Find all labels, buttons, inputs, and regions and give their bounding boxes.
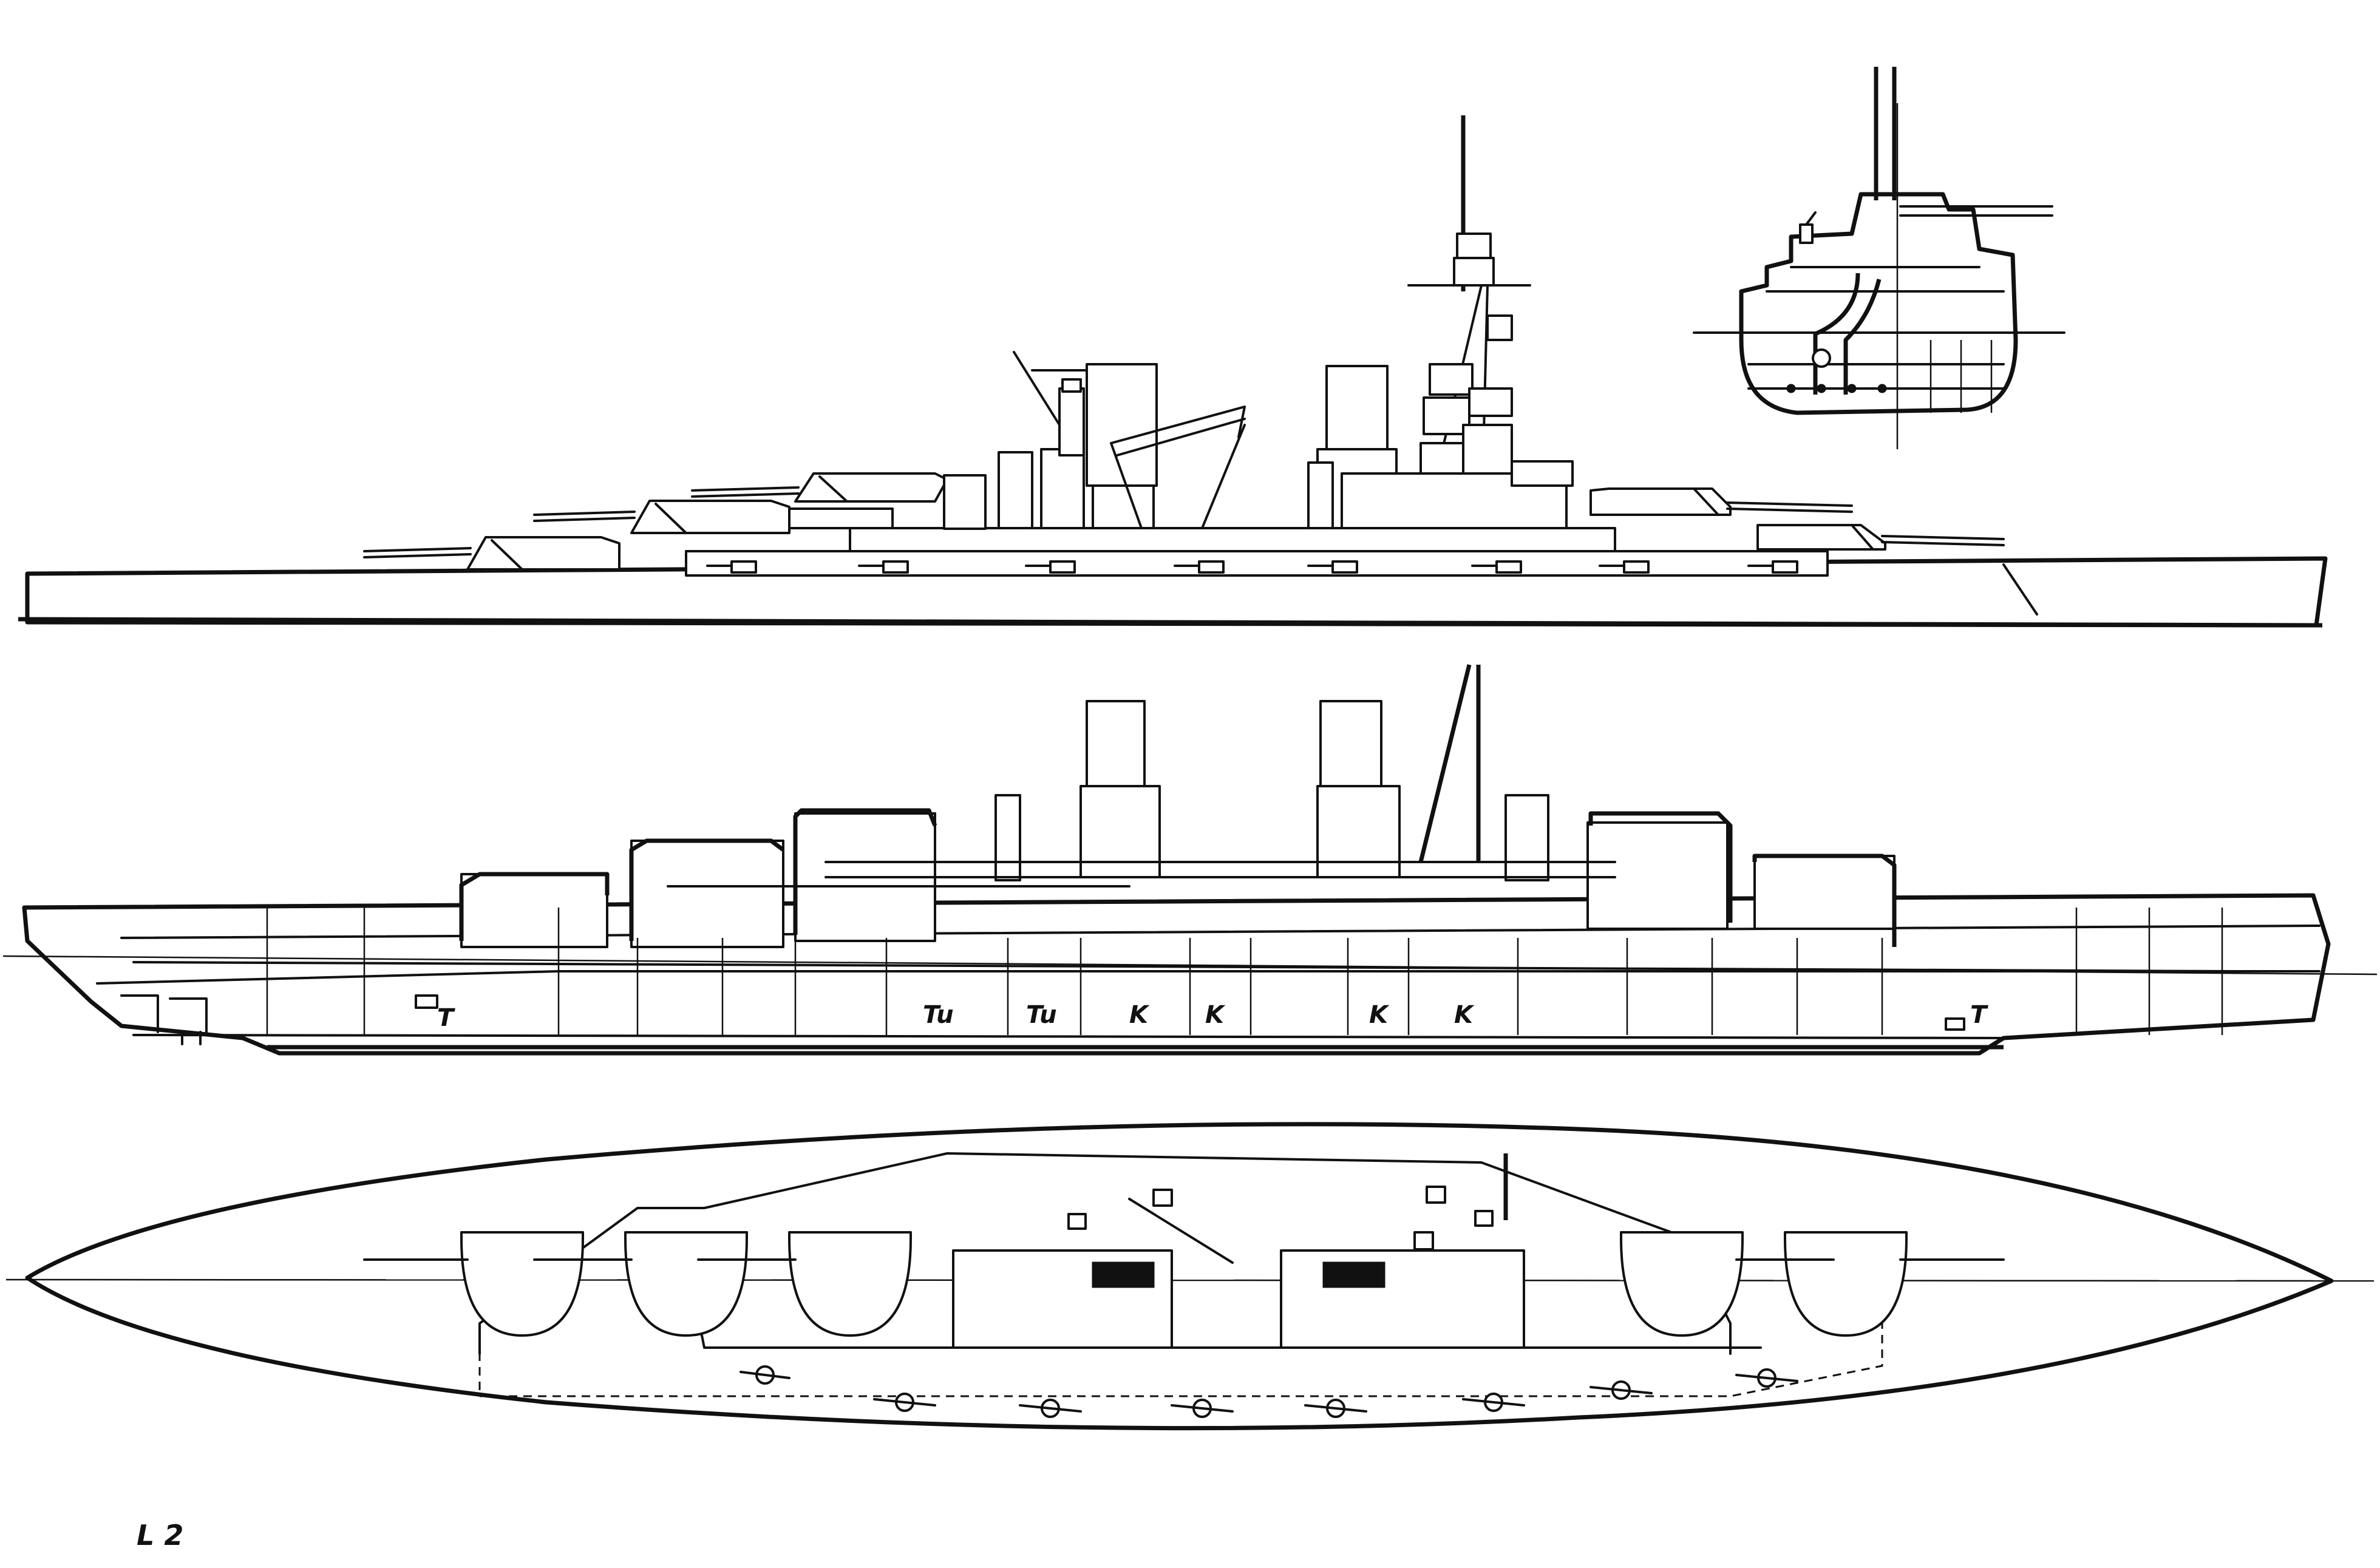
turret-e-profile (1756, 524, 2005, 551)
turret-a-profile (363, 536, 620, 571)
label-k-2: K (1205, 1001, 1226, 1029)
outboard-profile-view (18, 115, 2328, 628)
deck-plan-view (5, 1122, 2375, 1431)
turret-b-profile (533, 500, 790, 534)
inboard-hull (22, 893, 2331, 1056)
bulkheads (266, 908, 2223, 1035)
compartment-labels: T Tu Tu K K K K T (437, 1001, 1988, 1032)
section-hull (1739, 192, 2018, 415)
label-tu-1: Tu (923, 1001, 954, 1029)
label-k-4: K (1454, 1001, 1475, 1029)
sheet-label: L 2 (137, 1519, 183, 1552)
label-tu-2: Tu (1026, 1001, 1057, 1029)
turret-c-profile (691, 472, 948, 503)
deck-turrets (363, 1231, 2005, 1337)
label-t-forward: T (437, 1004, 455, 1032)
midship-section-view (1693, 67, 2066, 449)
label-k-1: K (1129, 1001, 1150, 1029)
inboard-profile-view: T Tu Tu K K K K T (2, 664, 2378, 1056)
label-k-3: K (1369, 1001, 1390, 1029)
turret-d-profile (1589, 487, 1853, 516)
label-t-aft: T (1970, 1001, 1988, 1029)
deck-plan-hull (25, 1122, 2334, 1431)
deck-secondary-guns (739, 1365, 1798, 1418)
secondary-guns-profile (706, 560, 1798, 574)
